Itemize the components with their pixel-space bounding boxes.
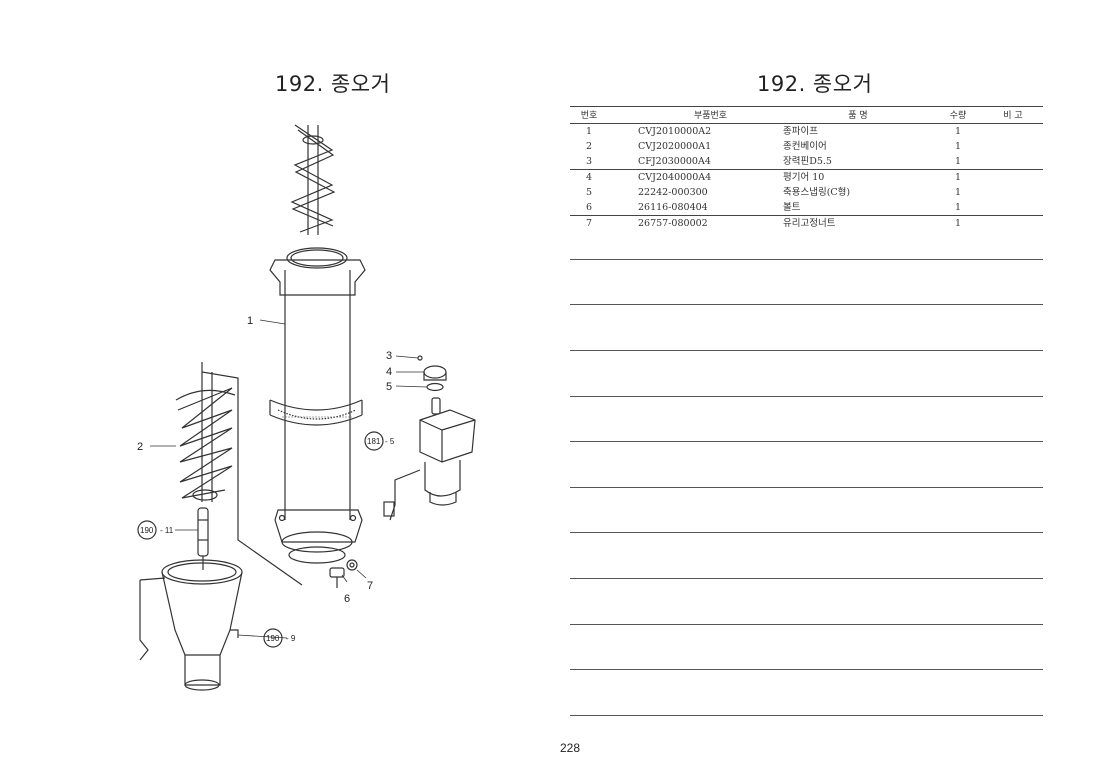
- table-row: 3 CFJ2030000A4 장력핀D5.5 1: [570, 154, 1043, 170]
- row-remarks: [983, 200, 1043, 216]
- reference-190-a: 190: [140, 526, 154, 535]
- table-row: 4 CVJ2040000A4 평기어 10 1: [570, 169, 1043, 185]
- ruled-line: [570, 259, 1043, 260]
- reference-190-b: 190: [266, 634, 280, 643]
- row-qty: 1: [954, 187, 962, 198]
- row-remarks: [983, 169, 1043, 185]
- row-part-no: CVJ2020000A1: [638, 141, 712, 152]
- ruled-line: [570, 624, 1043, 625]
- row-remarks: [983, 124, 1043, 140]
- parts-table: 번호 부품번호 품 명 수량 비 고 1 CVJ2010000A2 종파이프 1…: [570, 106, 1043, 231]
- ruled-line: [570, 441, 1043, 442]
- row-no: 2: [585, 141, 593, 152]
- callout-1: 1: [247, 315, 253, 327]
- bottom-housing: [139, 559, 243, 691]
- row-remarks: [983, 154, 1043, 170]
- table-row: 1 CVJ2010000A2 종파이프 1: [570, 124, 1043, 140]
- row-part-no: CVJ2010000A2: [638, 126, 712, 137]
- callout-2: 2: [137, 441, 143, 453]
- lower-auger-screw: [175, 362, 303, 586]
- row-qty: 1: [933, 169, 983, 185]
- page-title-right: 192. 종오거: [757, 72, 873, 96]
- row-no: 5: [585, 187, 593, 198]
- row-name: 장력핀D5.5: [783, 156, 832, 167]
- row-remarks: [983, 185, 1043, 200]
- ruled-line: [570, 578, 1043, 579]
- header-part-no: 부품번호: [608, 106, 783, 124]
- row-remarks: [983, 139, 1043, 154]
- header-remarks: 비 고: [983, 106, 1043, 124]
- ruled-line: [570, 350, 1043, 351]
- header-qty: 수량: [933, 106, 983, 124]
- row-no: 1: [585, 126, 593, 137]
- row-part-no: CVJ2040000A4: [608, 169, 783, 185]
- ruled-line: [570, 715, 1043, 716]
- row-no: 4: [570, 169, 608, 185]
- page-title-left: 192. 종오거: [275, 72, 391, 96]
- row-no: 3: [585, 156, 593, 167]
- ruled-line: [570, 669, 1043, 670]
- table-header-row: 번호 부품번호 품 명 수량 비 고: [570, 106, 1043, 124]
- header-no: 번호: [570, 106, 608, 124]
- table-row: 7 26757-080002 유리고정너트 1: [570, 215, 1043, 231]
- callout-4: 4: [386, 366, 392, 378]
- row-name: 종컨베이어: [783, 141, 827, 152]
- reference-190-a-item: - 11: [160, 526, 174, 535]
- table-row: 6 26116-080404 볼트 1: [570, 200, 1043, 216]
- row-qty: 1: [954, 126, 962, 137]
- row-remarks: [983, 215, 1043, 231]
- reference-190-b-item: - 9: [286, 634, 296, 643]
- ruled-line: [570, 532, 1043, 533]
- row-name: 유리고정너트: [783, 215, 933, 231]
- row-part-no: 22242-000300: [638, 187, 708, 198]
- shaft-pin: [197, 507, 209, 570]
- row-qty: 1: [954, 202, 962, 213]
- drive-gear: [417, 355, 447, 392]
- leader-lines: [150, 319, 428, 639]
- callout-3: 3: [386, 350, 392, 362]
- row-no: 6: [585, 202, 593, 213]
- page-number: 228: [559, 741, 581, 755]
- row-part-no: 26116-080404: [638, 202, 708, 213]
- row-qty: 1: [933, 215, 983, 231]
- row-qty: 1: [954, 156, 962, 167]
- ruled-line: [570, 396, 1043, 397]
- row-part-no: CFJ2030000A4: [638, 156, 711, 167]
- row-part-no: 26757-080002: [608, 215, 783, 231]
- callout-6: 6: [344, 593, 350, 605]
- main-pipe: [269, 247, 366, 564]
- gear-motor: [383, 397, 476, 521]
- exploded-parts-diagram: 1 2 3 4 5 6 7 181 - 5 190 - 11 190 - 9: [137, 124, 476, 691]
- row-name: 축용스냅링(C형): [783, 187, 851, 198]
- ruled-line: [570, 304, 1043, 305]
- row-name: 종파이프: [783, 126, 818, 137]
- header-name: 품 명: [783, 106, 933, 124]
- callout-7: 7: [367, 580, 373, 592]
- table-row: 5 22242-000300 축용스냅링(C형) 1: [570, 185, 1043, 200]
- row-qty: 1: [954, 141, 962, 152]
- table-row: 2 CVJ2020000A1 종컨베이어 1: [570, 139, 1043, 154]
- reference-181: 181: [367, 437, 381, 446]
- top-auger-screw: [290, 124, 336, 235]
- row-no: 7: [570, 215, 608, 231]
- row-name: 볼트: [783, 202, 801, 213]
- ruled-line: [570, 487, 1043, 488]
- reference-181-item: - 5: [385, 437, 395, 446]
- callout-5: 5: [386, 381, 392, 393]
- row-name: 평기어 10: [783, 169, 933, 185]
- bolt-and-nut: [329, 559, 358, 588]
